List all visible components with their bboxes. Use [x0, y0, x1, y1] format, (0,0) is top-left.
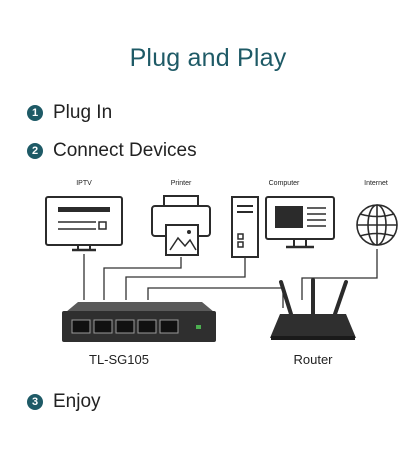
- printer-cable: [103, 257, 182, 300]
- page-title: Plug and Play: [129, 44, 287, 72]
- tv-icon: [45, 196, 123, 252]
- globe-icon: [356, 204, 398, 246]
- step-text-3: Enjoy: [53, 391, 101, 412]
- computer-cable: [125, 257, 246, 300]
- internet-cable: [301, 249, 378, 300]
- switch-ports: [71, 319, 179, 334]
- computer-label: Computer: [269, 180, 300, 187]
- printer-icon: [151, 195, 211, 256]
- step-text-1: Plug In: [53, 102, 113, 123]
- router-label: Router: [293, 352, 333, 367]
- switch-label: TL-SG105: [89, 352, 149, 367]
- computer-icon: [231, 196, 335, 258]
- step-enjoy: 3 Enjoy: [27, 391, 101, 413]
- printer-label: Printer: [171, 180, 192, 187]
- step-plug-in: 1 Plug In: [27, 102, 112, 124]
- step-text-2: Connect Devices: [53, 140, 197, 161]
- step-number-3: 3: [27, 394, 43, 410]
- connection-diagram: IPTV Printer Computer Internet: [45, 180, 398, 367]
- connection-lines: [83, 249, 378, 308]
- step-number-2: 2: [27, 143, 43, 159]
- router-icon: [270, 278, 356, 340]
- iptv-label: IPTV: [76, 180, 92, 187]
- step-number-1: 1: [27, 105, 43, 121]
- router-cable: [147, 287, 284, 308]
- internet-label: Internet: [364, 180, 388, 187]
- step-connect-devices: 2 Connect Devices: [27, 140, 197, 162]
